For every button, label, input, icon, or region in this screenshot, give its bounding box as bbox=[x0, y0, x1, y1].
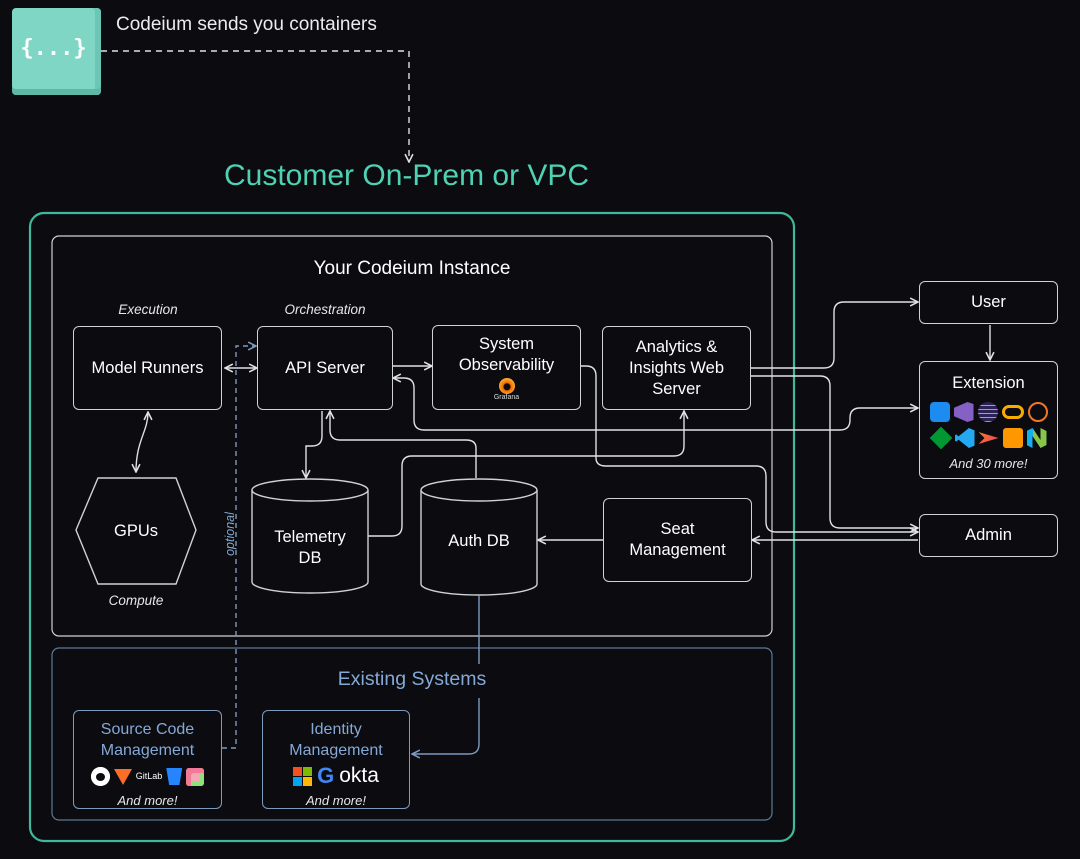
grafana-icon bbox=[498, 378, 515, 394]
existing-systems-title: Existing Systems bbox=[337, 668, 487, 690]
neovim-icon bbox=[1026, 428, 1047, 448]
model-runners-label: Model Runners bbox=[91, 358, 204, 377]
okta-label: okta bbox=[339, 764, 379, 787]
analytics-admin-arrow bbox=[751, 375, 918, 528]
other-scm-icon bbox=[186, 767, 205, 786]
model-runners-box: Model Runners bbox=[73, 326, 222, 410]
sublime-icon bbox=[1002, 428, 1023, 448]
extension-box: Extension And 30 more! bbox=[919, 361, 1058, 479]
section-title: Customer On-Prem or VPC bbox=[224, 159, 590, 192]
auth-db-label: Auth DB bbox=[448, 532, 510, 550]
extension-label: Extension bbox=[952, 374, 1025, 392]
api-server-box: API Server bbox=[257, 326, 393, 410]
user-box: User bbox=[919, 281, 1058, 324]
compute-caption: Compute bbox=[108, 593, 164, 608]
extension-more: And 30 more! bbox=[949, 456, 1028, 471]
sends-containers-text: Codeium sends you containers bbox=[116, 14, 377, 35]
scm-box: Source Code Management GitLab And more! bbox=[73, 710, 222, 809]
grafana-label: Grafana bbox=[493, 394, 520, 401]
extension-icons-row1 bbox=[929, 402, 1048, 422]
auth-cylinder-body bbox=[420, 490, 538, 596]
api-server-label: API Server bbox=[285, 358, 365, 377]
xcode-icon bbox=[929, 402, 950, 422]
logo-glyph: {...} bbox=[20, 35, 87, 61]
bitbucket-icon bbox=[166, 768, 183, 785]
gpus-hexagon bbox=[75, 477, 197, 585]
system-observability-label: System Observability bbox=[458, 335, 555, 374]
telemetry-cylinder-body bbox=[251, 490, 369, 594]
google-icon: G bbox=[317, 763, 335, 788]
customer-container bbox=[28, 211, 796, 843]
jetbrains-icon bbox=[978, 432, 999, 444]
admin-box: Admin bbox=[919, 514, 1058, 557]
telemetry-cylinder-top bbox=[251, 478, 369, 502]
vim-icon bbox=[929, 426, 952, 450]
system-observability-box: System Observability Grafana bbox=[432, 325, 581, 410]
seat-management-label: Seat Management bbox=[629, 520, 726, 559]
gitlab-icon bbox=[113, 768, 132, 785]
vscode-icon bbox=[954, 428, 975, 448]
existing-systems-container bbox=[51, 647, 773, 821]
idm-box: Identity Management G okta And more! bbox=[262, 710, 410, 809]
scm-api-optional-arrow bbox=[222, 346, 256, 749]
api-telemetry-arrow bbox=[306, 411, 323, 478]
telemetry-db-label: Telemetry DB bbox=[274, 528, 346, 567]
idm-icons: G okta bbox=[293, 765, 379, 787]
codeium-logo: {...} bbox=[12, 8, 101, 95]
analytics-label: Analytics & Insights Web Server bbox=[628, 337, 725, 398]
eclipse-icon bbox=[977, 402, 998, 422]
seat-management-box: Seat Management bbox=[603, 498, 752, 582]
gitlab-label: GitLab bbox=[135, 771, 163, 781]
scm-title: Source Code Management bbox=[100, 721, 195, 759]
jupyter-icon bbox=[1027, 402, 1048, 422]
instance-title: Your Codeium Instance bbox=[313, 258, 511, 279]
analytics-user-arrow bbox=[751, 302, 918, 369]
auth-identity-arrow bbox=[412, 596, 480, 754]
extension-api-arrow bbox=[393, 378, 918, 431]
analytics-box: Analytics & Insights Web Server bbox=[602, 326, 751, 410]
auth-api-arrow bbox=[330, 411, 477, 478]
microsoft-icon bbox=[293, 766, 313, 786]
telemetry-analytics-arrow bbox=[368, 411, 684, 537]
idm-title: Identity Management bbox=[289, 721, 383, 759]
observability-admin-arrow bbox=[581, 365, 918, 532]
scm-icons: GitLab bbox=[90, 766, 205, 787]
admin-label: Admin bbox=[965, 526, 1012, 544]
gpus-label: GPUs bbox=[113, 522, 158, 540]
instance-container bbox=[51, 235, 773, 637]
dashed-delivery-arrow bbox=[101, 50, 409, 162]
scm-more: And more! bbox=[117, 793, 178, 808]
extension-icons-row2 bbox=[929, 426, 1047, 450]
visual-studio-icon bbox=[953, 402, 974, 422]
auth-cylinder-top bbox=[420, 478, 538, 502]
execution-caption: Execution bbox=[118, 302, 178, 317]
optional-label: optional bbox=[223, 512, 237, 556]
orchestration-caption: Orchestration bbox=[284, 302, 366, 317]
user-label: User bbox=[971, 293, 1006, 311]
github-icon bbox=[90, 767, 110, 786]
runners-gpus-arrow bbox=[136, 412, 148, 472]
idm-more: And more! bbox=[306, 793, 366, 808]
colab-icon bbox=[1001, 405, 1024, 419]
